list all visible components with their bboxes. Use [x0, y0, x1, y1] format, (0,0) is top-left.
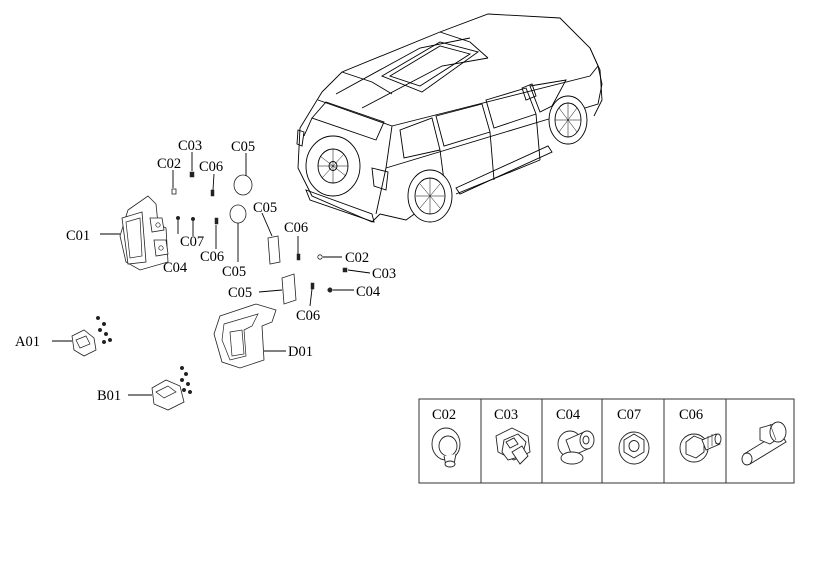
fastener-c06-left-2 — [214, 217, 219, 225]
rear-wheel-icon — [407, 169, 453, 223]
label-c03-right: C03 — [372, 266, 396, 282]
label-c02-left: C02 — [157, 156, 181, 172]
small-parts — [171, 171, 348, 305]
label-c05-left-top: C05 — [231, 139, 255, 155]
label-c03-left: C03 — [178, 138, 202, 154]
legend-header-c06: C06 — [679, 407, 703, 423]
fastener-c03-right — [342, 267, 348, 273]
label-d01: D01 — [288, 344, 313, 360]
front-wheel-icon — [548, 95, 588, 145]
fastener-c06-right — [296, 253, 301, 261]
label-c05-left-mid: C05 — [222, 264, 246, 280]
part-a01-lamp — [71, 315, 113, 357]
fastener-c04-left — [175, 215, 181, 221]
label-c04-left: C04 — [163, 260, 188, 276]
label-c06-right-low: C06 — [296, 308, 320, 324]
cover-c05-2 — [229, 204, 247, 224]
fastener-c02-right — [317, 254, 323, 260]
fastener-c07-left — [190, 216, 196, 222]
part-c01-lamp — [119, 195, 169, 271]
grommet-icon — [557, 430, 595, 465]
leader-lines — [52, 152, 371, 396]
clip-icon — [495, 427, 531, 465]
part-d01-lamp — [213, 303, 277, 369]
legend-header-c02: C02 — [432, 407, 456, 423]
label-c02-right: C02 — [345, 250, 369, 266]
label-b01: B01 — [97, 388, 121, 404]
gasket-c05-3 — [267, 235, 281, 265]
fastener-c03-left — [189, 171, 195, 178]
legend-header-c04: C04 — [556, 407, 581, 423]
label-c04-right: C04 — [356, 284, 381, 300]
callout-labels: C01 A01 B01 D01 C02 C03 C06 C05 C07 C04 … — [15, 138, 396, 404]
rivet-icon — [431, 427, 461, 468]
label-c06-left-mid: C06 — [200, 249, 224, 265]
label-c06-right-top: C06 — [284, 220, 308, 236]
label-a01: A01 — [15, 334, 40, 350]
bolt-icon — [741, 421, 787, 466]
gasket-c05-4 — [281, 273, 297, 305]
fastener-c04-right — [327, 287, 333, 293]
spare-tire-icon — [305, 135, 361, 197]
part-b01-lamp — [151, 365, 193, 411]
fastener-c02-left — [171, 188, 177, 195]
nut-icon — [618, 431, 650, 465]
label-c07-left: C07 — [180, 234, 204, 250]
cover-c05-1 — [233, 174, 253, 196]
legend-header-c07: C07 — [617, 407, 641, 423]
fastener-c06-left — [210, 189, 215, 197]
fastener-c06-right-2 — [310, 282, 315, 290]
label-c05-right-low: C05 — [228, 285, 252, 301]
flange-bolt-icon — [679, 433, 722, 463]
fastener-legend-table: C02 C03 C04 C07 C06 — [418, 398, 795, 484]
label-c01: C01 — [66, 228, 90, 244]
label-c06-left-top: C06 — [199, 159, 223, 175]
legend-header-c03: C03 — [494, 407, 518, 423]
label-c05-right-top: C05 — [253, 200, 277, 216]
